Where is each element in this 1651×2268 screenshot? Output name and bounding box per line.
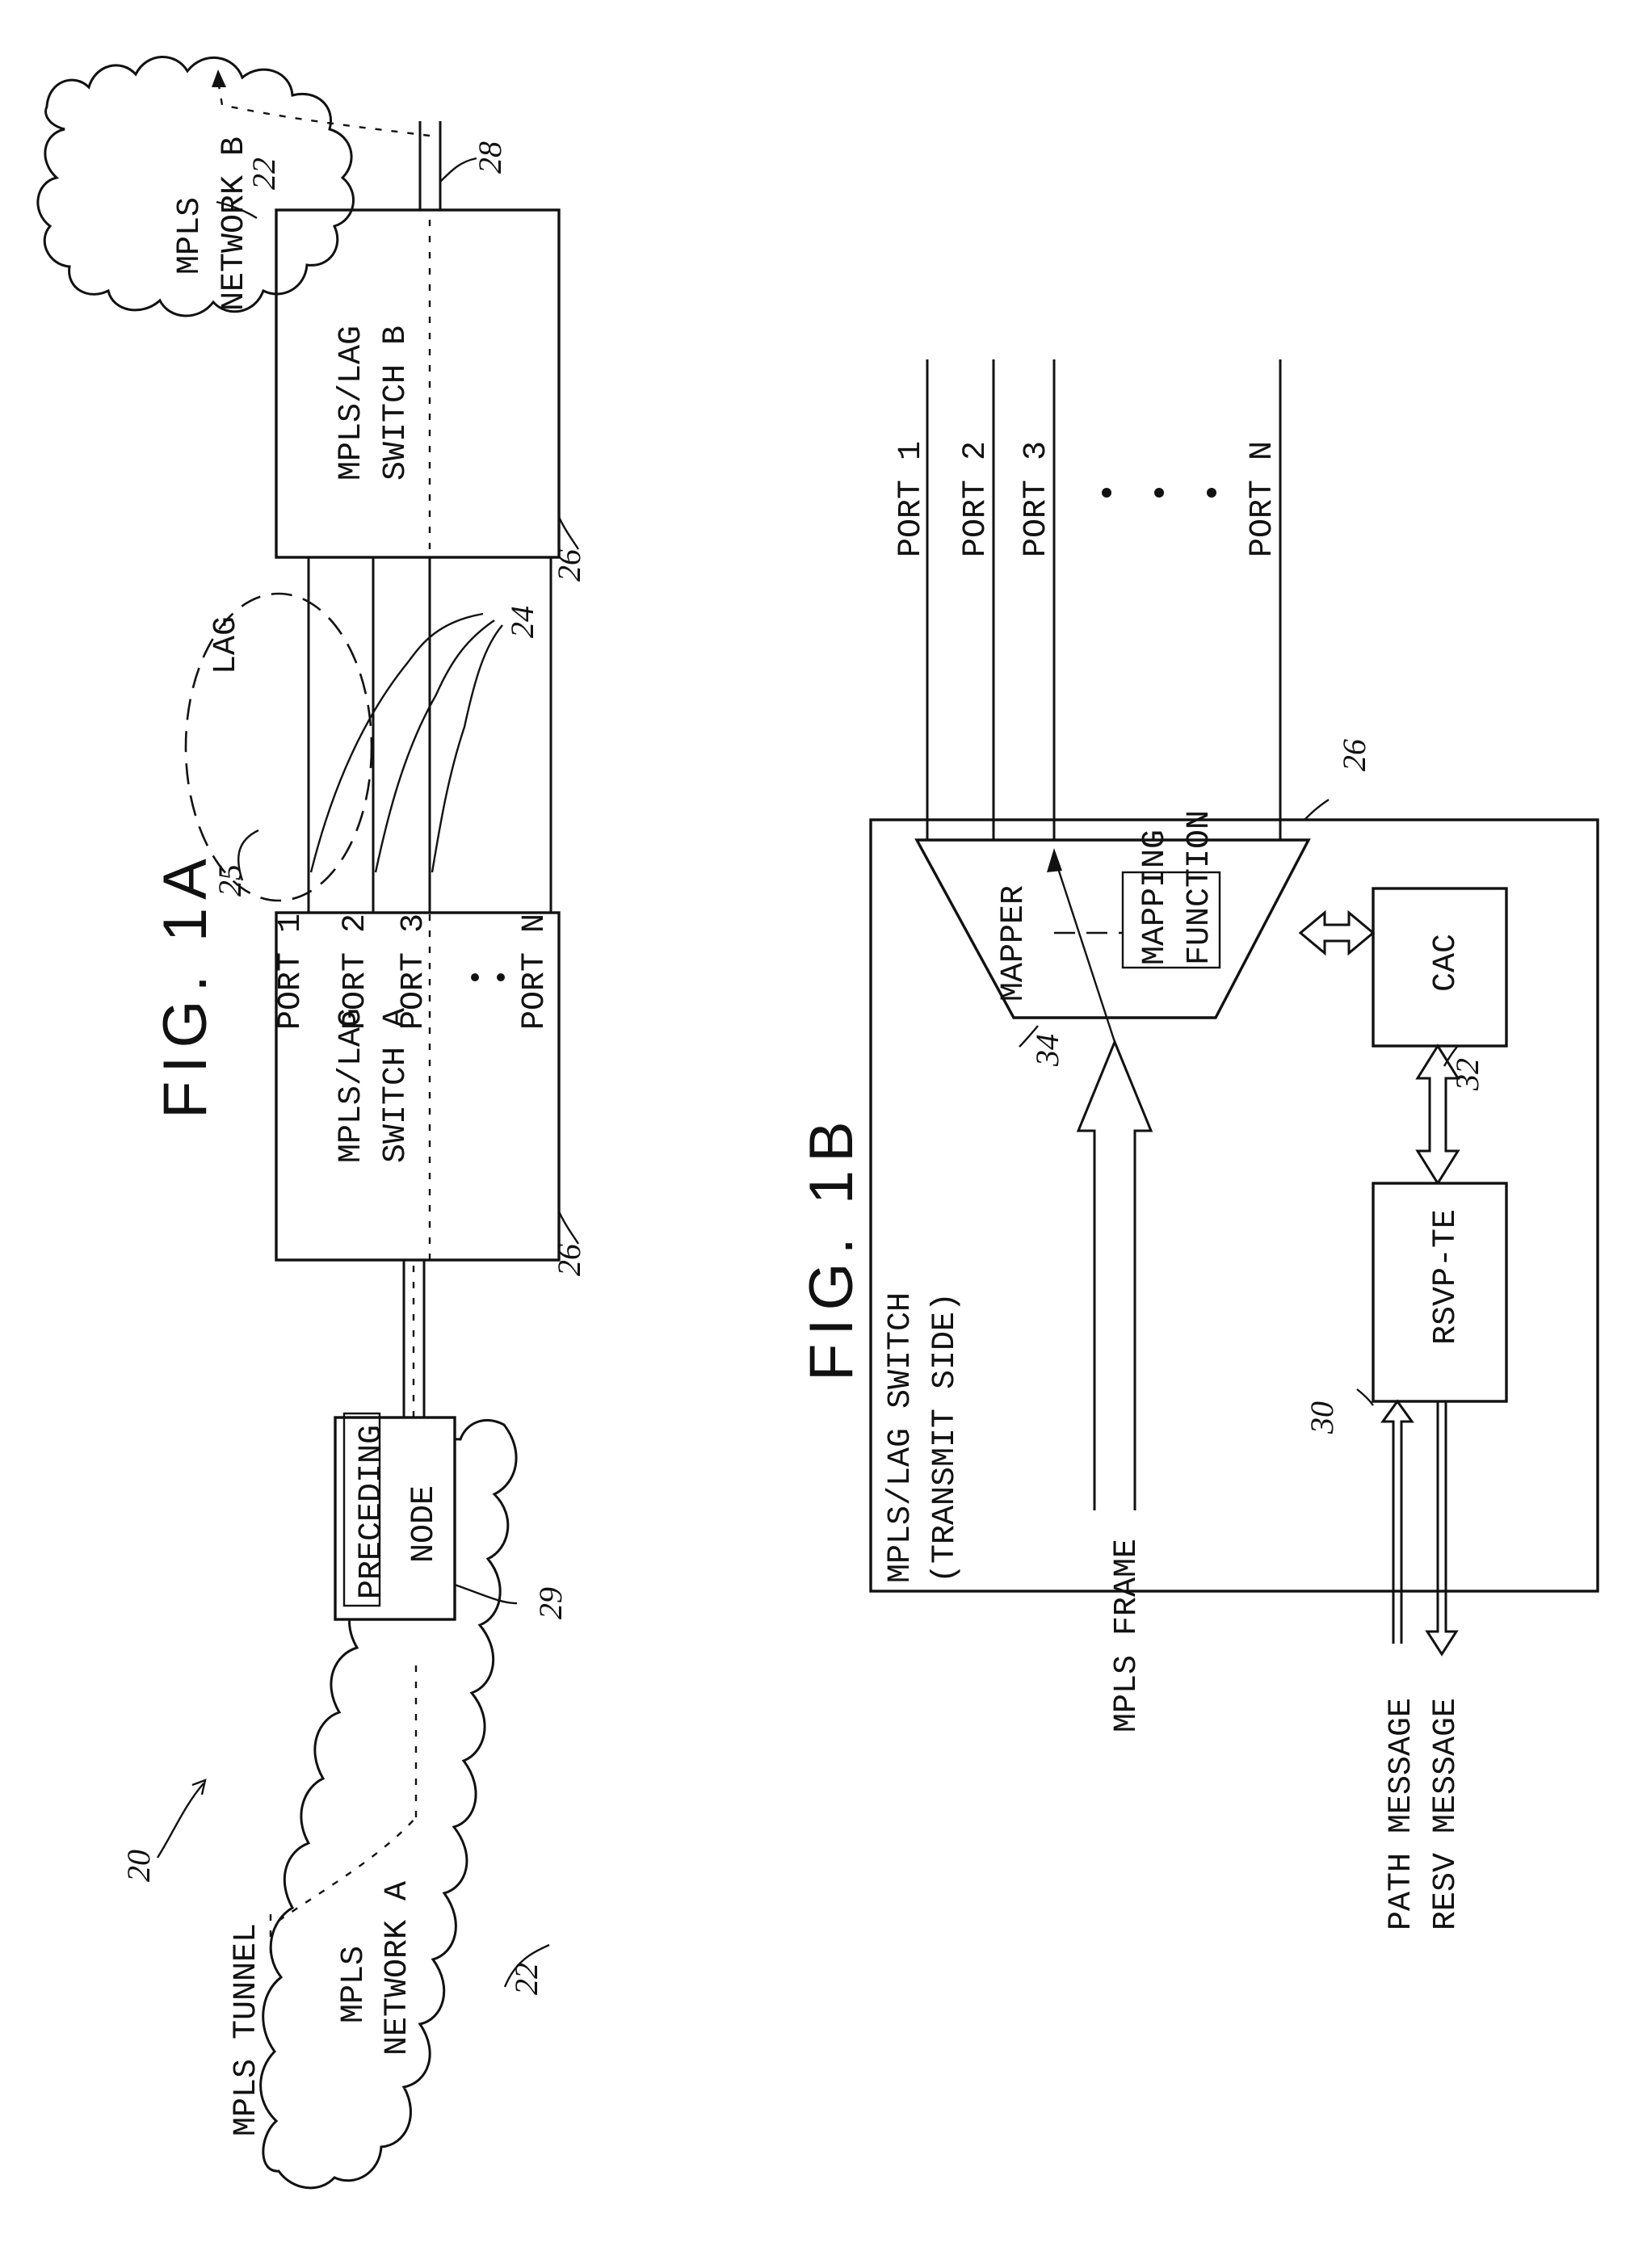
preceding-node-label-line2: NODE [406,1485,443,1563]
ref-24: 24 [504,606,540,638]
rsvp-te-label: RSVP-TE [1428,1209,1464,1345]
switch-a-label-line2: SWITCH A [378,1008,414,1163]
ref-25: 25 [212,864,248,897]
lag-label: LAG [208,616,245,674]
path-message-label: PATH MESSAGE [1384,1698,1420,1930]
switch-a-port-3: PORT 3 [396,914,432,1030]
fig1b-port-dot-1 [1102,488,1111,498]
fig-1b-title: FIG. 1B [797,1113,866,1381]
tunnel-into-network-b [218,81,430,136]
ref-26-b-leader [559,517,578,549]
switch-label-line1: MPLS/LAG SWITCH [883,1292,919,1583]
switch-a-port-1: PORT 1 [273,914,309,1030]
switch-b-label-line2: SWITCH B [378,326,414,481]
ref-29-leader [455,1585,517,1603]
ref-22-b: 22 [246,158,282,190]
fig1b-port-dot-2 [1154,488,1164,498]
fig1b-port-2: PORT 2 [958,441,994,557]
switch-a-port-n: PORT N [517,914,553,1030]
ref-20-arrowhead [192,1780,205,1795]
ref-26-switch-leader [1304,800,1329,820]
ref-24-leader-3 [432,625,502,872]
switch-a-port-2: PORT 2 [338,914,374,1030]
mpls-tunnel-label: MPLS TUNNEL [229,1923,265,2136]
ref-26-a-leader [559,1212,578,1244]
switch-b-box [276,210,559,557]
switch-b-label-line1: MPLS/LAG [334,326,370,481]
ref-26-switch: 26 [1336,739,1372,771]
mapper-label: MAPPER [996,885,1032,1002]
tunnel-arrowhead [212,69,226,87]
mapping-function-line1: MAPPING [1137,830,1174,965]
cac-label: CAC [1428,934,1464,992]
fig1b-port-1: PORT 1 [893,441,930,557]
switch-a-label-line1: MPLS/LAG [334,1008,370,1163]
fig1b-port-3: PORT 3 [1019,441,1055,557]
ref-24-leader-2 [376,620,494,872]
ref-20-leader [158,1783,204,1858]
ref-24-leader-1 [311,614,483,872]
fig-1a-title: FIG. 1A [151,850,220,1119]
network-a-label-line1: MPLS [336,1946,372,2023]
ref-26-b: 26 [551,549,587,582]
port-ellipsis-dot-2 [497,973,505,981]
network-a-label-line2: NETWORK A [380,1881,416,2056]
ref-28: 28 [472,141,508,174]
fig1b-port-dot-3 [1207,488,1216,498]
ref-29: 29 [532,1587,569,1619]
fig1b-port-n: PORT N [1245,441,1281,557]
ref-26-a: 26 [551,1244,587,1276]
resv-message-label: RESV MESSAGE [1428,1698,1464,1930]
mpls-frame-label: MPLS FRAME [1109,1539,1145,1732]
mapping-function-line2: FUNCTION [1182,810,1218,965]
ref-34: 34 [1029,1034,1065,1067]
ref-20: 20 [120,1850,157,1882]
ref-22-a: 22 [508,1963,544,1995]
port-ellipsis-dot-1 [471,973,479,981]
preceding-node-label-line1: PRECEDING [354,1425,390,1599]
ref-30: 30 [1304,1401,1340,1434]
network-b-label-line1: MPLS [172,197,208,275]
switch-label-line2: (TRANSMIT SIDE) [927,1292,964,1583]
